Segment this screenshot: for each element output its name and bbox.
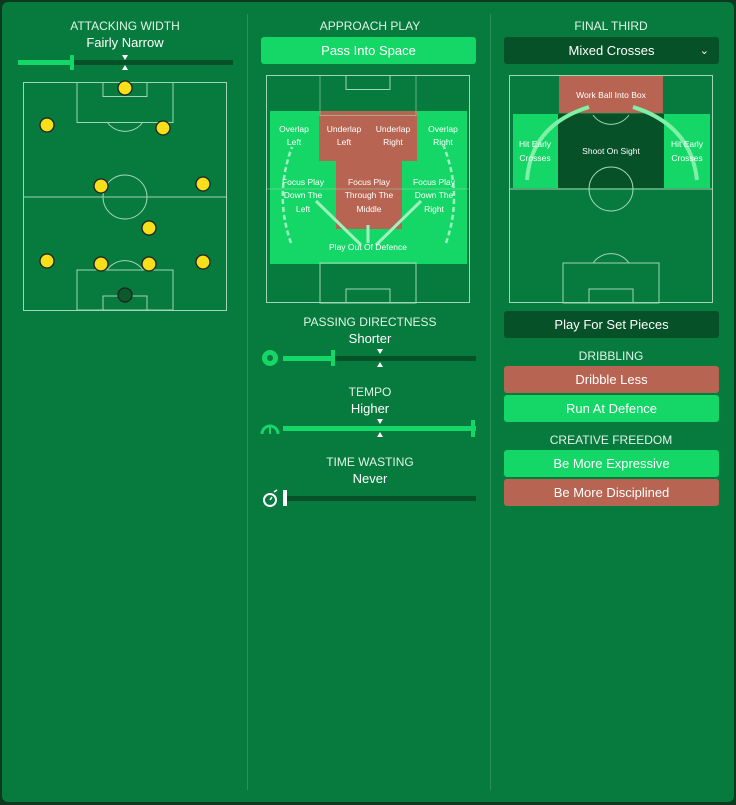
svg-text:Crosses: Crosses xyxy=(671,153,702,163)
final-third-pitch: Work Ball Into Box Shoot On Sight Hit Ea… xyxy=(509,75,713,304)
be-more-expressive-button[interactable]: Be More Expressive xyxy=(504,450,719,477)
svg-text:Play Out Of Defence: Play Out Of Defence xyxy=(329,242,407,252)
player-marker xyxy=(155,120,171,136)
players xyxy=(39,80,211,303)
svg-text:Down The: Down The xyxy=(284,190,323,200)
be-more-disciplined-button[interactable]: Be More Disciplined xyxy=(504,479,719,506)
tempo-title: TEMPO xyxy=(348,385,392,399)
run-at-defence-button[interactable]: Run At Defence xyxy=(504,395,719,422)
stopwatch-icon xyxy=(263,493,277,507)
svg-text:Focus Play: Focus Play xyxy=(348,177,391,187)
player-marker xyxy=(141,256,157,272)
speedometer-icon xyxy=(260,424,280,435)
svg-text:Overlap: Overlap xyxy=(428,124,458,134)
player-marker xyxy=(93,178,109,194)
divider xyxy=(247,14,248,790)
dropdown-value: Mixed Crosses xyxy=(568,43,655,58)
zone-focus-left[interactable] xyxy=(270,161,336,229)
player-marker xyxy=(141,220,157,236)
svg-text:Down The: Down The xyxy=(415,190,454,200)
svg-text:Left: Left xyxy=(287,137,302,147)
svg-text:Hit Early: Hit Early xyxy=(671,139,704,149)
zone-underlap-right[interactable] xyxy=(368,111,417,161)
time-wasting-value: Never xyxy=(352,471,388,486)
zone-overlap-right[interactable] xyxy=(417,111,467,161)
zone-work-ball-into-box[interactable] xyxy=(559,75,663,113)
player-marker xyxy=(39,117,55,133)
formation-pitch xyxy=(23,80,227,311)
dribbling-title: DRIBBLING xyxy=(578,349,644,363)
svg-text:Hit Early: Hit Early xyxy=(519,139,552,149)
divider xyxy=(490,14,491,790)
svg-text:Underlap: Underlap xyxy=(327,124,362,134)
time-wasting-title: TIME WASTING xyxy=(326,455,414,469)
svg-text:Shoot On Sight: Shoot On Sight xyxy=(582,146,640,156)
svg-text:Left: Left xyxy=(337,137,352,147)
player-marker xyxy=(195,176,211,192)
tempo-value: Higher xyxy=(350,401,390,416)
svg-text:Work Ball Into Box: Work Ball Into Box xyxy=(576,90,647,100)
player-marker xyxy=(93,256,109,272)
zone-shoot-on-sight[interactable] xyxy=(558,114,664,188)
svg-text:Focus Play: Focus Play xyxy=(413,177,456,187)
approach-play-selected-button[interactable]: Pass Into Space xyxy=(261,37,476,64)
play-for-set-pieces-button[interactable]: Play For Set Pieces xyxy=(504,311,719,338)
svg-text:Underlap: Underlap xyxy=(376,124,411,134)
approach-play-title: APPROACH PLAY xyxy=(319,19,421,33)
attacking-width-value: Fairly Narrow xyxy=(86,35,164,50)
attacking-width-title: ATTACKING WIDTH xyxy=(70,19,180,33)
svg-text:Overlap: Overlap xyxy=(279,124,309,134)
svg-text:Middle: Middle xyxy=(356,204,381,214)
goalkeeper-marker xyxy=(117,287,133,303)
svg-text:Through The: Through The xyxy=(345,190,394,200)
player-marker xyxy=(195,254,211,270)
dribble-less-button[interactable]: Dribble Less xyxy=(504,366,719,393)
creative-freedom-title: CREATIVE FREEDOM xyxy=(549,433,673,447)
zone-focus-middle[interactable] xyxy=(336,161,402,229)
player-marker xyxy=(117,80,133,96)
svg-text:Right: Right xyxy=(383,137,403,147)
zone-overlap-left[interactable] xyxy=(270,111,319,161)
passing-directness-title: PASSING DIRECTNESS xyxy=(303,315,437,329)
player-marker xyxy=(39,253,55,269)
final-third-dropdown[interactable]: Mixed Crosses ⌄ xyxy=(504,37,719,64)
svg-text:Focus Play: Focus Play xyxy=(282,177,325,187)
svg-text:Right: Right xyxy=(433,137,453,147)
chevron-down-icon: ⌄ xyxy=(699,45,709,57)
zone-focus-right[interactable] xyxy=(402,161,467,229)
final-third-title: FINAL THIRD xyxy=(574,19,648,33)
svg-text:Left: Left xyxy=(296,204,311,214)
passing-directness-value: Shorter xyxy=(348,331,392,346)
slider-handle xyxy=(70,55,74,70)
zone-underlap-left[interactable] xyxy=(319,111,368,161)
svg-text:Right: Right xyxy=(424,204,444,214)
svg-text:Crosses: Crosses xyxy=(519,153,550,163)
